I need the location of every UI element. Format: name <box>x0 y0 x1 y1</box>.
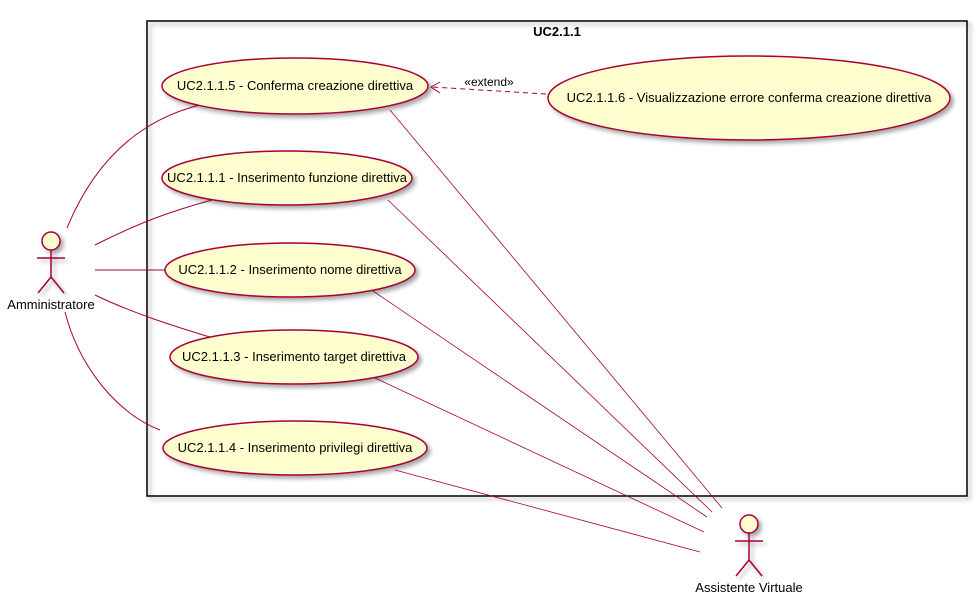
actor-assistant-label: Assistente Virtuale <box>695 580 802 595</box>
actor-figure-icon <box>37 231 65 294</box>
use-case-label: UC2.1.1.3 - Inserimento target direttiva <box>182 349 407 364</box>
association-admin-uc1 <box>94 199 213 246</box>
association-admin-uc5 <box>66 104 201 229</box>
system-boundary: UC2.1.1 <box>146 20 968 497</box>
use-case-uc3[interactable]: UC2.1.1.3 - Inserimento target direttiva <box>169 329 419 385</box>
actor-admin[interactable] <box>37 231 65 294</box>
use-case-uc2[interactable]: UC2.1.1.2 - Inserimento nome direttiva <box>164 242 416 298</box>
use-case-label: UC2.1.1.4 - Inserimento privilegi dirett… <box>178 440 414 455</box>
actor-assistant[interactable] <box>735 514 763 577</box>
use-case-uc4[interactable]: UC2.1.1.4 - Inserimento privilegi dirett… <box>162 420 428 476</box>
use-case-uc5[interactable]: UC2.1.1.5 - Conferma creazione direttiva <box>161 57 429 115</box>
extend-arrowhead <box>430 81 441 94</box>
use-case-label: UC2.1.1.5 - Conferma creazione direttiva <box>177 78 414 93</box>
actor-figure-icon <box>735 514 763 577</box>
admin-associations <box>64 104 214 431</box>
actor-admin-label: Amministratore <box>7 297 94 312</box>
system-title: UC2.1.1 <box>533 24 581 39</box>
association-uc3-assistant <box>374 377 705 533</box>
use-case-label: UC2.1.1.1 - Inserimento funzione diretti… <box>167 170 408 185</box>
association-uc1-assistant <box>387 199 713 513</box>
association-admin-uc3 <box>94 294 214 339</box>
use-case-label: UC2.1.1.2 - Inserimento nome direttiva <box>178 262 402 277</box>
association-admin-uc4 <box>64 311 161 431</box>
extend-label: «extend» <box>464 75 514 89</box>
association-uc5-assistant <box>389 109 723 509</box>
association-uc2-assistant <box>369 288 708 518</box>
association-uc4-assistant <box>394 469 701 553</box>
extend-relation: «extend» <box>430 75 547 95</box>
use-case-label: UC2.1.1.6 - Visualizzazione errore confe… <box>567 90 932 105</box>
use-case-uc1[interactable]: UC2.1.1.1 - Inserimento funzione diretti… <box>161 150 413 206</box>
use-case-uc6[interactable]: UC2.1.1.6 - Visualizzazione errore confe… <box>547 55 951 141</box>
assistant-associations <box>369 109 723 553</box>
